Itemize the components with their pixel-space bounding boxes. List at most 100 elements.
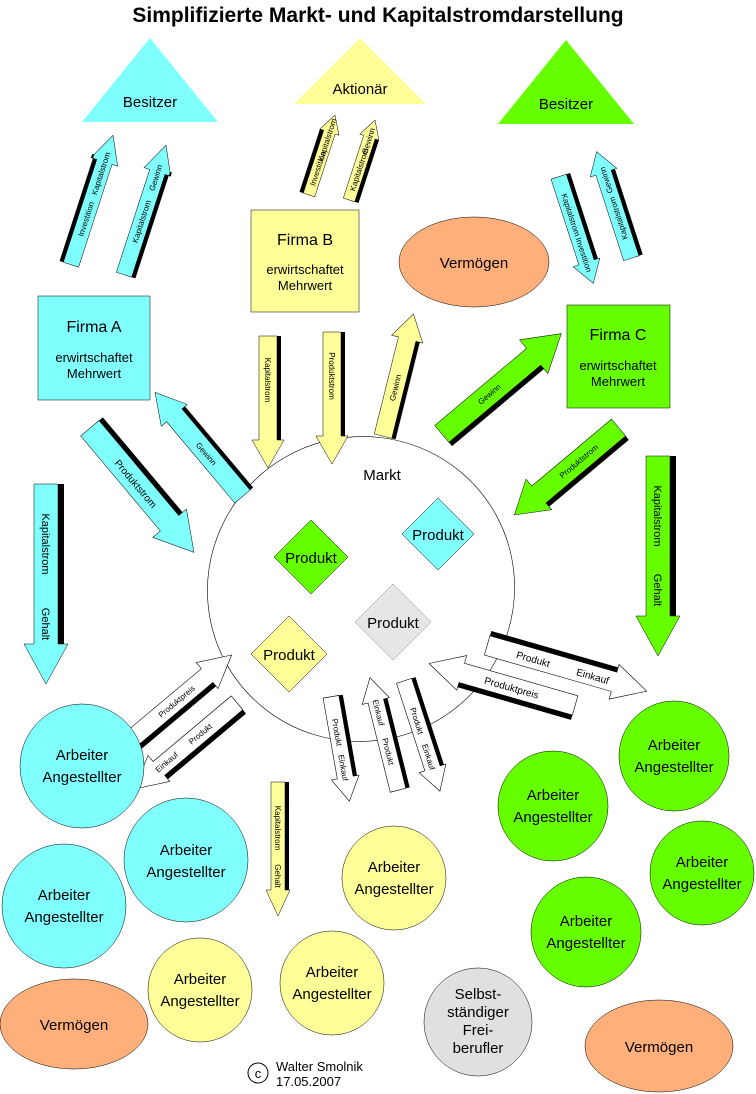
wealth-top-label: Vermögen <box>440 255 508 272</box>
wealth-ellipse-bottom-left: Vermögen <box>0 978 149 1070</box>
worker-green-2: Arbeiter Angestellter <box>497 750 609 862</box>
arrow-gewinn-kapitalstrom-c: Kapitalstrom Gewinn <box>589 151 643 262</box>
svg-text:Angestellter: Angestellter <box>42 769 121 786</box>
svg-text:Arbeiter: Arbeiter <box>174 971 227 988</box>
flow-gehalt-middle: Gehalt <box>273 864 282 888</box>
wealth-ellipse-bottom-right: Vermögen <box>584 999 734 1093</box>
worker-green-1: Arbeiter Angestellter <box>618 700 730 812</box>
firm-c-line2: Mehrwert <box>591 374 646 389</box>
svg-text:Arbeiter: Arbeiter <box>676 854 729 871</box>
product-diamond-green: Produkt <box>273 519 349 595</box>
svg-text:ständiger: ständiger <box>447 1004 509 1021</box>
flow-kapitalstrom-middle: Kapitalstrom <box>273 806 282 851</box>
product-diamond-yellow: Produkt <box>250 615 328 693</box>
worker-cyan-2: Arbeiter Angestellter <box>123 797 249 923</box>
worker-yellow-1: Arbeiter Angestellter <box>341 825 447 931</box>
owner-left-triangle: Besitzer <box>82 38 218 122</box>
wealth-ellipse-top: Vermögen <box>398 216 550 308</box>
product-gray-label: Produkt <box>367 615 420 632</box>
flow-gehalt-left: Gehalt <box>39 608 51 640</box>
credit-block: c Walter Smolnik 17.05.2007 <box>247 1059 363 1089</box>
page-title: Simplifizierte Markt- und Kapitalstromda… <box>132 4 623 27</box>
svg-text:Selbst-: Selbst- <box>455 986 502 1003</box>
worker-green-4: Arbeiter Angestellter <box>530 876 642 988</box>
credit-date: 17.05.2007 <box>276 1074 341 1089</box>
wealth-bottom-left-label: Vermögen <box>40 1017 108 1034</box>
arrow-investition-kapitalstrom-b: Investition Kapitalstrom <box>299 114 340 198</box>
arrow-einkauf-produkt-left: Produkt Einkauf <box>133 695 247 790</box>
arrow-produktstrom-b-market: Produktstrom <box>315 331 349 465</box>
shareholder-label: Aktionär <box>332 81 387 98</box>
svg-text:Angestellter: Angestellter <box>292 986 371 1003</box>
svg-text:Angestellter: Angestellter <box>546 935 625 952</box>
arrow-produkt-einkauf-mid1: Produkt Einkauf <box>322 694 360 802</box>
flow-produktstrom-b: Produktstrom <box>327 352 336 400</box>
firm-b-line2: Mehrwert <box>278 278 333 293</box>
arrow-gewinn-c-market: Gewinn <box>434 333 562 447</box>
owner-left-label: Besitzer <box>123 94 177 111</box>
arrow-kapitalstrom-gehalt-middle: Kapitalstrom Gehalt <box>265 781 291 917</box>
arrow-kapitalstrom-b-market: Kapitalstrom <box>251 335 285 469</box>
svg-text:Angestellter: Angestellter <box>513 809 592 826</box>
product-diamond-cyan: Produkt <box>401 497 475 571</box>
svg-text:Arbeiter: Arbeiter <box>56 747 109 764</box>
firm-b-name: Firma B <box>277 232 333 249</box>
copyright-icon: c <box>255 1066 262 1081</box>
flow-kapitalstrom-b-market: Kapitalstrom <box>263 358 272 403</box>
svg-text:Angestellter: Angestellter <box>160 993 239 1010</box>
svg-text:Arbeiter: Arbeiter <box>527 787 580 804</box>
svg-text:Arbeiter: Arbeiter <box>368 859 421 876</box>
svg-text:Angestellter: Angestellter <box>634 759 713 776</box>
product-yellow-label: Produkt <box>263 647 316 664</box>
arrow-kapitalstrom-gehalt-left: Kapitalstrom Gehalt <box>23 483 69 685</box>
svg-text:berufler: berufler <box>453 1040 504 1057</box>
arrow-einkauf-produkt-mid2: Produkt Einkauf <box>361 677 410 793</box>
arrow-kapitalstrom-gewinn-a: Kapitalstrom Gewinn <box>116 144 172 279</box>
svg-text:Frei-: Frei- <box>463 1022 494 1039</box>
arrow-produkt-einkauf-mid3: Produkt Einkauf <box>396 677 447 792</box>
firm-c-box: Firma C erwirtschaftet Mehrwert <box>566 304 671 409</box>
flow-kapitalstrom-right: Kapitalstrom <box>651 485 663 546</box>
svg-text:Angestellter: Angestellter <box>146 864 225 881</box>
credit-author: Walter Smolnik <box>276 1059 363 1074</box>
arrow-kapitalstrom-gewinn-b: Kapitalstrom Gewinn <box>342 119 380 204</box>
svg-text:Arbeiter: Arbeiter <box>306 964 359 981</box>
flow-kapitalstrom-left: Kapitalstrom <box>39 513 51 574</box>
worker-cyan-3: Arbeiter Angestellter <box>1 843 127 969</box>
arrow-gewinn-a-market: Gewinn <box>154 391 254 504</box>
firm-b-box: Firma B erwirtschaftet Mehrwert <box>250 209 360 313</box>
arrow-produktstrom-c-market: Produktstrom <box>514 418 629 516</box>
worker-green-3: Arbeiter Angestellter <box>649 820 755 926</box>
svg-text:Angestellter: Angestellter <box>354 881 433 898</box>
wealth-bottom-right-label: Vermögen <box>625 1039 693 1056</box>
worker-yellow-3: Arbeiter Angestellter <box>279 930 385 1036</box>
shareholder-triangle: Aktionär <box>294 38 426 104</box>
owner-right-triangle: Besitzer <box>498 40 634 124</box>
product-cyan-label: Produkt <box>412 527 465 544</box>
firm-a-name: Firma A <box>66 319 121 336</box>
firm-c-line1: erwirtschaftet <box>579 358 657 373</box>
freelancer-circle: Selbst- ständiger Frei- berufler <box>423 967 533 1077</box>
arrow-kapitalstrom-gehalt-right: Kapitalstrom Gehalt <box>635 455 681 657</box>
firm-c-name: Firma C <box>590 327 647 344</box>
svg-text:Arbeiter: Arbeiter <box>648 737 701 754</box>
owner-right-label: Besitzer <box>539 96 593 113</box>
svg-text:Angestellter: Angestellter <box>24 909 103 926</box>
firm-a-box: Firma A erwirtschaftet Mehrwert <box>37 295 151 401</box>
product-diamond-gray: Produkt <box>354 583 432 661</box>
product-green-label: Produkt <box>285 550 338 567</box>
flow-gehalt-right: Gehalt <box>651 574 663 606</box>
svg-text:Arbeiter: Arbeiter <box>160 842 213 859</box>
arrow-produktpreis-right: Produktpreis <box>428 655 579 720</box>
svg-text:Arbeiter: Arbeiter <box>560 913 613 930</box>
arrow-kapitalstrom-investition-c: Kapitalstrom Investition <box>550 173 601 284</box>
arrow-gewinn-b-market: Gewinn <box>373 313 424 440</box>
arrow-produkt-einkauf-right: Produkt Einkauf <box>484 630 648 700</box>
svg-text:Arbeiter: Arbeiter <box>38 887 91 904</box>
market-label: Markt <box>363 467 401 484</box>
worker-cyan-1: Arbeiter Angestellter <box>19 703 145 829</box>
arrow-investition-kapitalstrom-a: Investition Kapitalstrom <box>59 134 118 268</box>
firm-a-line1: erwirtschaftet <box>55 350 133 365</box>
